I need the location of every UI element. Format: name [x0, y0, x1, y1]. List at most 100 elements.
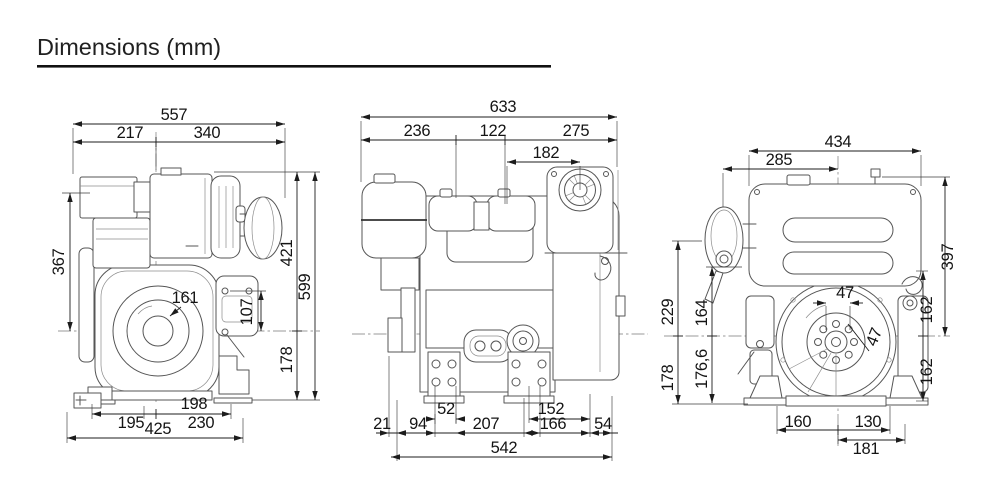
bolt-hole [221, 287, 229, 295]
dim-label-207: 207 [473, 415, 500, 433]
dim-label-161: 161 [172, 289, 199, 307]
front-view-engine-art [352, 166, 648, 404]
mount-hole [431, 359, 441, 369]
mount-hole [511, 359, 521, 369]
dim-label-176-6: 176,6 [693, 349, 711, 389]
dim-label-left-section: 217 [117, 124, 144, 142]
muffler [704, 206, 744, 274]
intake-manifold [473, 201, 490, 231]
rotation-mark [137, 305, 153, 315]
dim-label-229: 229 [659, 299, 677, 326]
bracket-hole [906, 299, 914, 307]
shroud-bolt [551, 171, 557, 177]
cover-cap [439, 188, 453, 198]
shroud-edge [78, 247, 95, 363]
dim-label-236: 236 [404, 122, 431, 140]
muffler [243, 196, 283, 260]
exhaust-pipe [704, 270, 724, 304]
bolt-hole [221, 328, 229, 336]
air-cleaner [79, 176, 138, 219]
dim-label-633: 633 [490, 98, 517, 116]
tank-slot-lower [782, 251, 894, 275]
dim-label-425: 425 [145, 420, 172, 438]
page-title: Dimensions (mm) [37, 34, 221, 60]
leader-bolt-circle [847, 323, 870, 352]
dim-label-54: 54 [594, 415, 612, 433]
mount-hole [511, 377, 521, 387]
dim-label-285: 285 [766, 151, 793, 169]
tank-bolt [754, 189, 760, 195]
rim-bolt [886, 357, 892, 363]
lifting-hook [594, 255, 612, 281]
dim-label-164: 164 [693, 300, 711, 327]
tank-cap [160, 167, 182, 176]
foot-pad [885, 397, 929, 406]
dim-label-367: 367 [50, 249, 68, 276]
bolt-hole [756, 340, 764, 348]
fan-spokes [565, 175, 595, 205]
cylinder-head [92, 217, 151, 269]
crankcase-serration [111, 390, 213, 401]
tank-bracket [380, 257, 420, 291]
dim-label-47-bolt-circle: 47 [863, 325, 886, 348]
mount-hole [537, 377, 547, 387]
dim-label-152: 152 [538, 400, 565, 418]
dim-label-right-section: 340 [194, 124, 221, 142]
rear-view-dimensions: 434 285 397 229 164 178 176,6 47 47 162 … [659, 133, 957, 458]
rim-bolt [780, 357, 786, 363]
outrigger-bracket [73, 392, 102, 409]
dim-label-overall-width: 557 [161, 106, 188, 124]
dim-label-107: 107 [238, 299, 256, 326]
dim-label-21: 21 [373, 415, 391, 433]
foot-pad [743, 397, 787, 406]
dim-label-599: 599 [296, 274, 314, 301]
crankshaft-stub [387, 317, 403, 353]
title-underline [37, 65, 551, 68]
side-view-dimensions: 557 217 340 367 421 599 161 107 178 198 … [50, 106, 320, 443]
muffler-seam [251, 196, 275, 260]
dim-label-181: 181 [853, 440, 880, 458]
dim-label-130: 130 [855, 413, 882, 431]
choke-rod [737, 351, 755, 375]
shaft-hub [824, 330, 848, 354]
flywheel-hub-circle [142, 315, 174, 347]
dim-label-94: 94 [409, 415, 427, 433]
rim-bolt [790, 297, 796, 303]
flywheel-mid-circle [126, 299, 190, 363]
dim-label-421: 421 [278, 240, 296, 267]
flywheel-spokes [788, 348, 837, 396]
rocker-cover-left [428, 195, 478, 232]
tank-slot-upper [782, 217, 894, 243]
right-foot-pad [213, 397, 253, 404]
dim-label-178: 178 [278, 347, 296, 374]
mount-hole [447, 377, 457, 387]
control-lever [226, 334, 245, 358]
carburetor-inner [221, 295, 253, 323]
dim-label-162-upper: 162 [918, 297, 936, 324]
port-cluster [463, 329, 513, 363]
tank-cap [373, 173, 396, 184]
mount-bracket-left [427, 351, 461, 397]
dim-label-542: 542 [491, 439, 518, 457]
flywheel-outer-circle [112, 285, 204, 377]
oil-filler-center [519, 337, 527, 345]
leader-161 [169, 306, 182, 317]
dim-label-178: 178 [659, 365, 677, 392]
dim-label-122: 122 [480, 122, 507, 140]
tank-bolt [910, 189, 916, 195]
dim-label-195: 195 [118, 414, 145, 432]
dim-label-166: 166 [540, 415, 567, 433]
fuel-tank [149, 173, 213, 259]
air-duct [133, 181, 151, 213]
crank-flange [400, 287, 416, 353]
dim-label-47-shaft: 47 [836, 284, 854, 302]
cover-cap [497, 188, 511, 198]
dim-label-397: 397 [939, 244, 957, 271]
oil-filler-ring [512, 330, 534, 352]
hook-bolt [601, 257, 609, 265]
mount-hole [447, 359, 457, 369]
mount-hole [431, 377, 441, 387]
port-cluster-inner [469, 335, 507, 357]
